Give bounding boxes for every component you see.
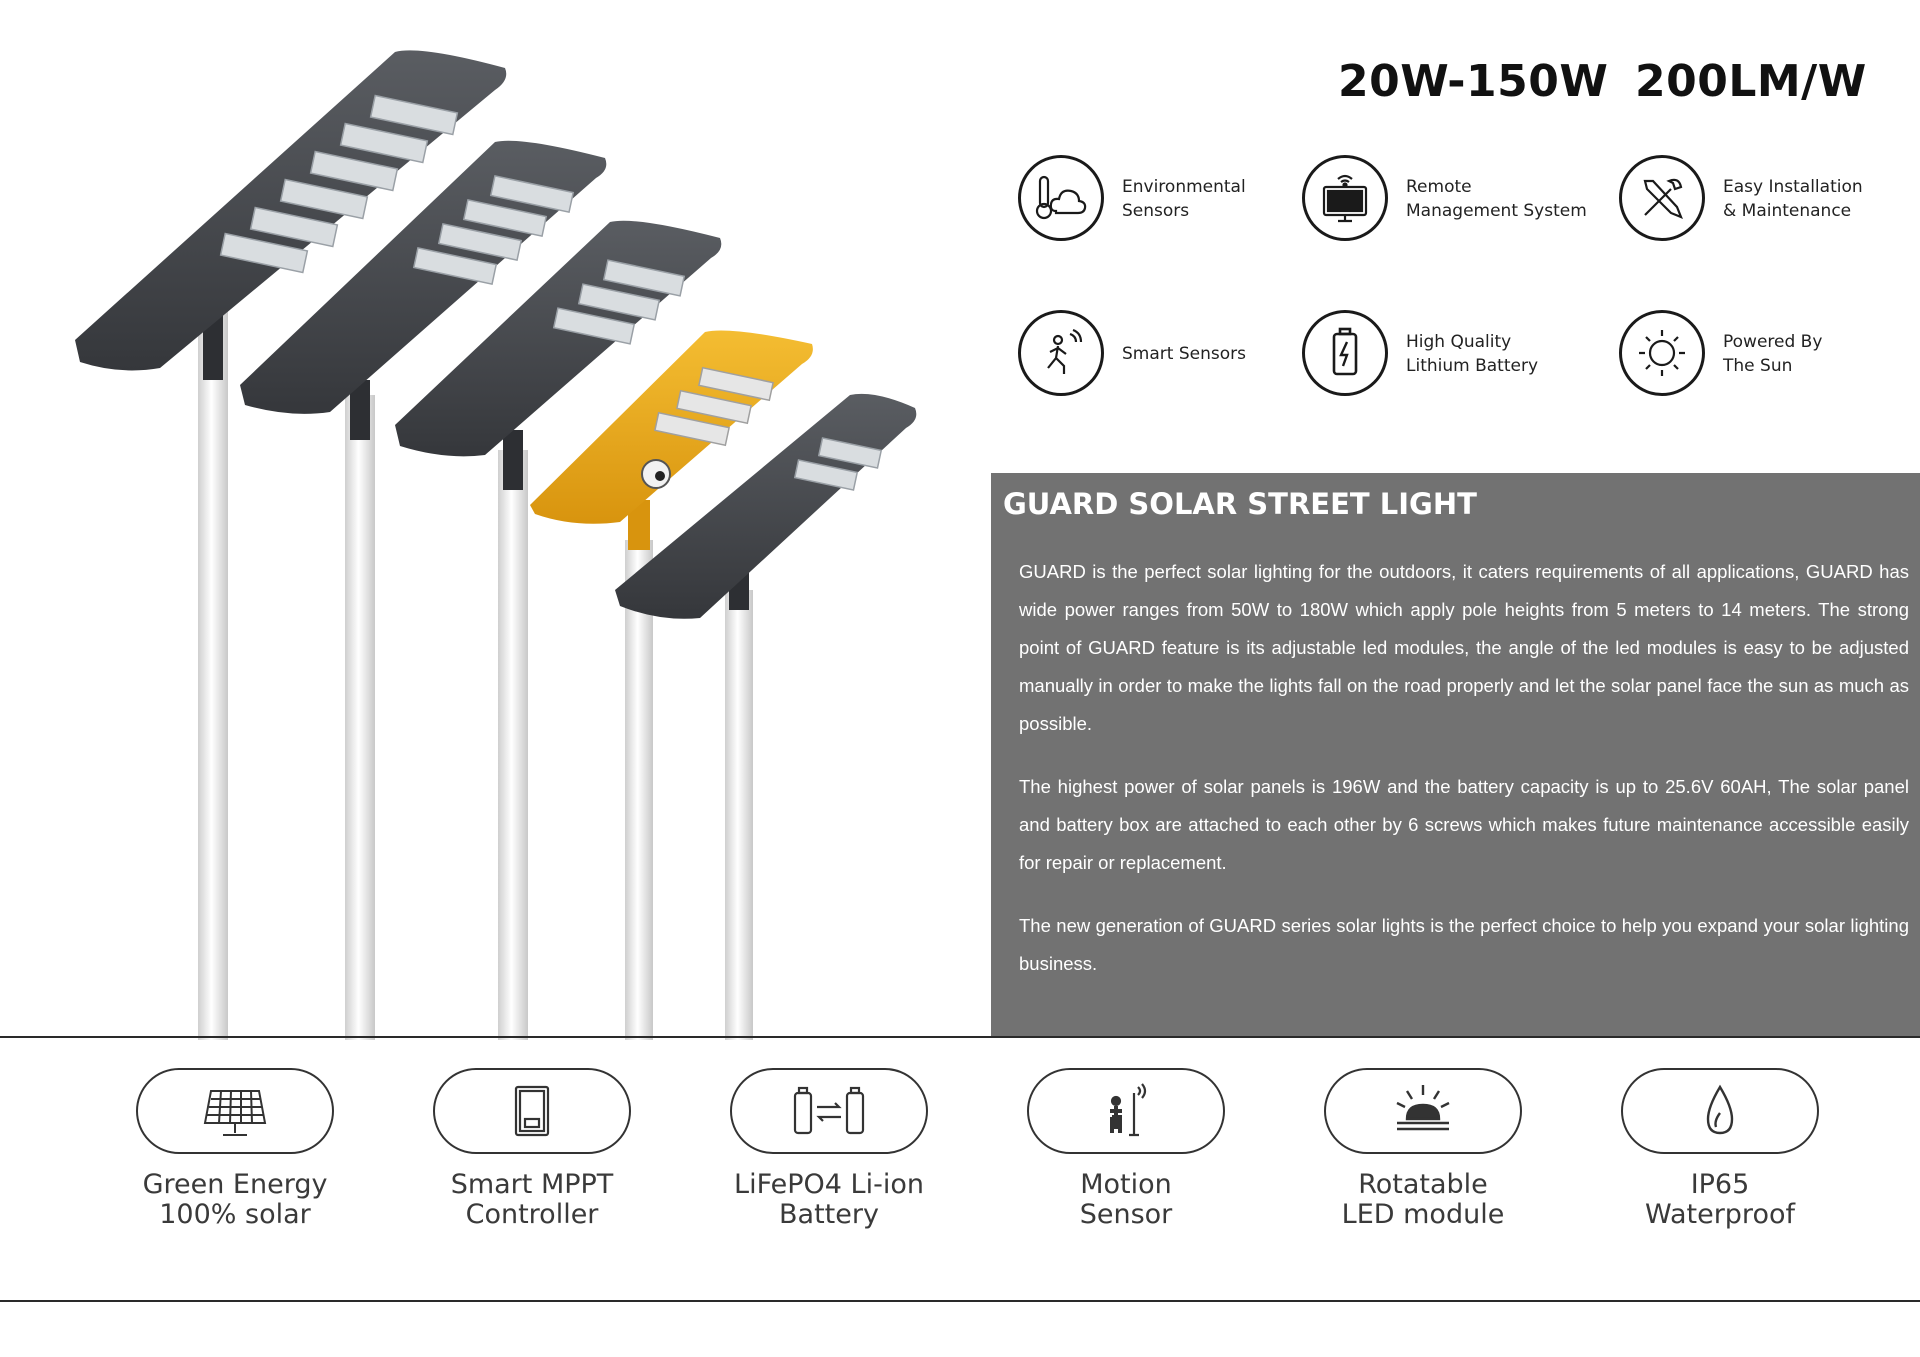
battery-swap-icon	[730, 1068, 928, 1154]
feature-smart-sensors: Smart Sensors	[1018, 310, 1318, 402]
divider-top	[0, 1036, 1920, 1038]
motion-person-icon	[1018, 310, 1104, 396]
lamp-5	[615, 393, 917, 1040]
street-lights-illustration	[75, 50, 917, 1040]
sun-icon	[1619, 310, 1705, 396]
rotatable-led-icon	[1324, 1068, 1522, 1154]
feature-label: Easy Installation & Maintenance	[1723, 177, 1863, 221]
badge-mppt-controller: Smart MPPT Controller	[382, 1068, 682, 1230]
divider-bottom	[0, 1300, 1920, 1302]
controller-icon	[433, 1068, 631, 1154]
badge-label: LiFePO4 Li-ion Battery	[734, 1169, 924, 1230]
battery-bolt-icon	[1302, 310, 1388, 396]
badge-lifepo4-battery: LiFePO4 Li-ion Battery	[679, 1068, 979, 1230]
thermometer-cloud-icon	[1018, 155, 1104, 241]
feature-easy-installation: Easy Installation & Maintenance	[1619, 155, 1919, 247]
lamp-4-gold	[530, 330, 813, 1040]
water-drop-icon	[1621, 1068, 1819, 1154]
solar-panel-icon	[136, 1068, 334, 1154]
badge-label: Rotatable LED module	[1341, 1169, 1505, 1230]
description-paragraph: GUARD is the perfect solar lighting for …	[1019, 561, 1909, 734]
badge-label: Smart MPPT Controller	[450, 1169, 614, 1230]
description-paragraph: The highest power of solar panels is 196…	[1019, 776, 1909, 873]
lamp-2	[240, 140, 607, 1040]
lamp-1	[75, 50, 507, 1040]
power-range-spec: 20W-150W	[1338, 56, 1609, 107]
feature-powered-by-sun: Powered By The Sun	[1619, 310, 1919, 402]
motion-sensor-icon	[1027, 1068, 1225, 1154]
badge-label: Green Energy 100% solar	[142, 1169, 328, 1230]
feature-remote-management: Remote Management System	[1302, 155, 1602, 247]
wrench-screwdriver-icon	[1619, 155, 1705, 241]
description-panel: GUARD SOLAR STREET LIGHT GUARD is the pe…	[991, 473, 1920, 1036]
badge-green-energy: Green Energy 100% solar	[85, 1068, 385, 1230]
badge-ip65-waterproof: IP65 Waterproof	[1570, 1068, 1870, 1230]
feature-label: Powered By The Sun	[1723, 332, 1823, 376]
lamp-3	[395, 220, 722, 1040]
description-body: GUARD is the perfect solar lighting for …	[1019, 553, 1909, 1008]
efficacy-spec: 200LM/W	[1635, 56, 1867, 107]
feature-label: Remote Management System	[1406, 177, 1587, 221]
badge-rotatable-led: Rotatable LED module	[1273, 1068, 1573, 1230]
badge-motion-sensor: Motion Sensor	[976, 1068, 1276, 1230]
badge-label: IP65 Waterproof	[1644, 1169, 1795, 1230]
description-paragraph: The new generation of GUARD series solar…	[1019, 915, 1909, 974]
feature-environmental-sensors: Environmental Sensors	[1018, 155, 1318, 247]
feature-label: High Quality Lithium Battery	[1406, 332, 1539, 376]
product-title: GUARD SOLAR STREET LIGHT	[1003, 487, 1477, 521]
remote-monitor-icon	[1302, 155, 1388, 241]
badge-label: Motion Sensor	[1079, 1169, 1173, 1230]
feature-label: Environmental Sensors	[1122, 177, 1246, 221]
feature-label: Smart Sensors	[1122, 344, 1246, 364]
feature-lithium-battery: High Quality Lithium Battery	[1302, 310, 1602, 402]
